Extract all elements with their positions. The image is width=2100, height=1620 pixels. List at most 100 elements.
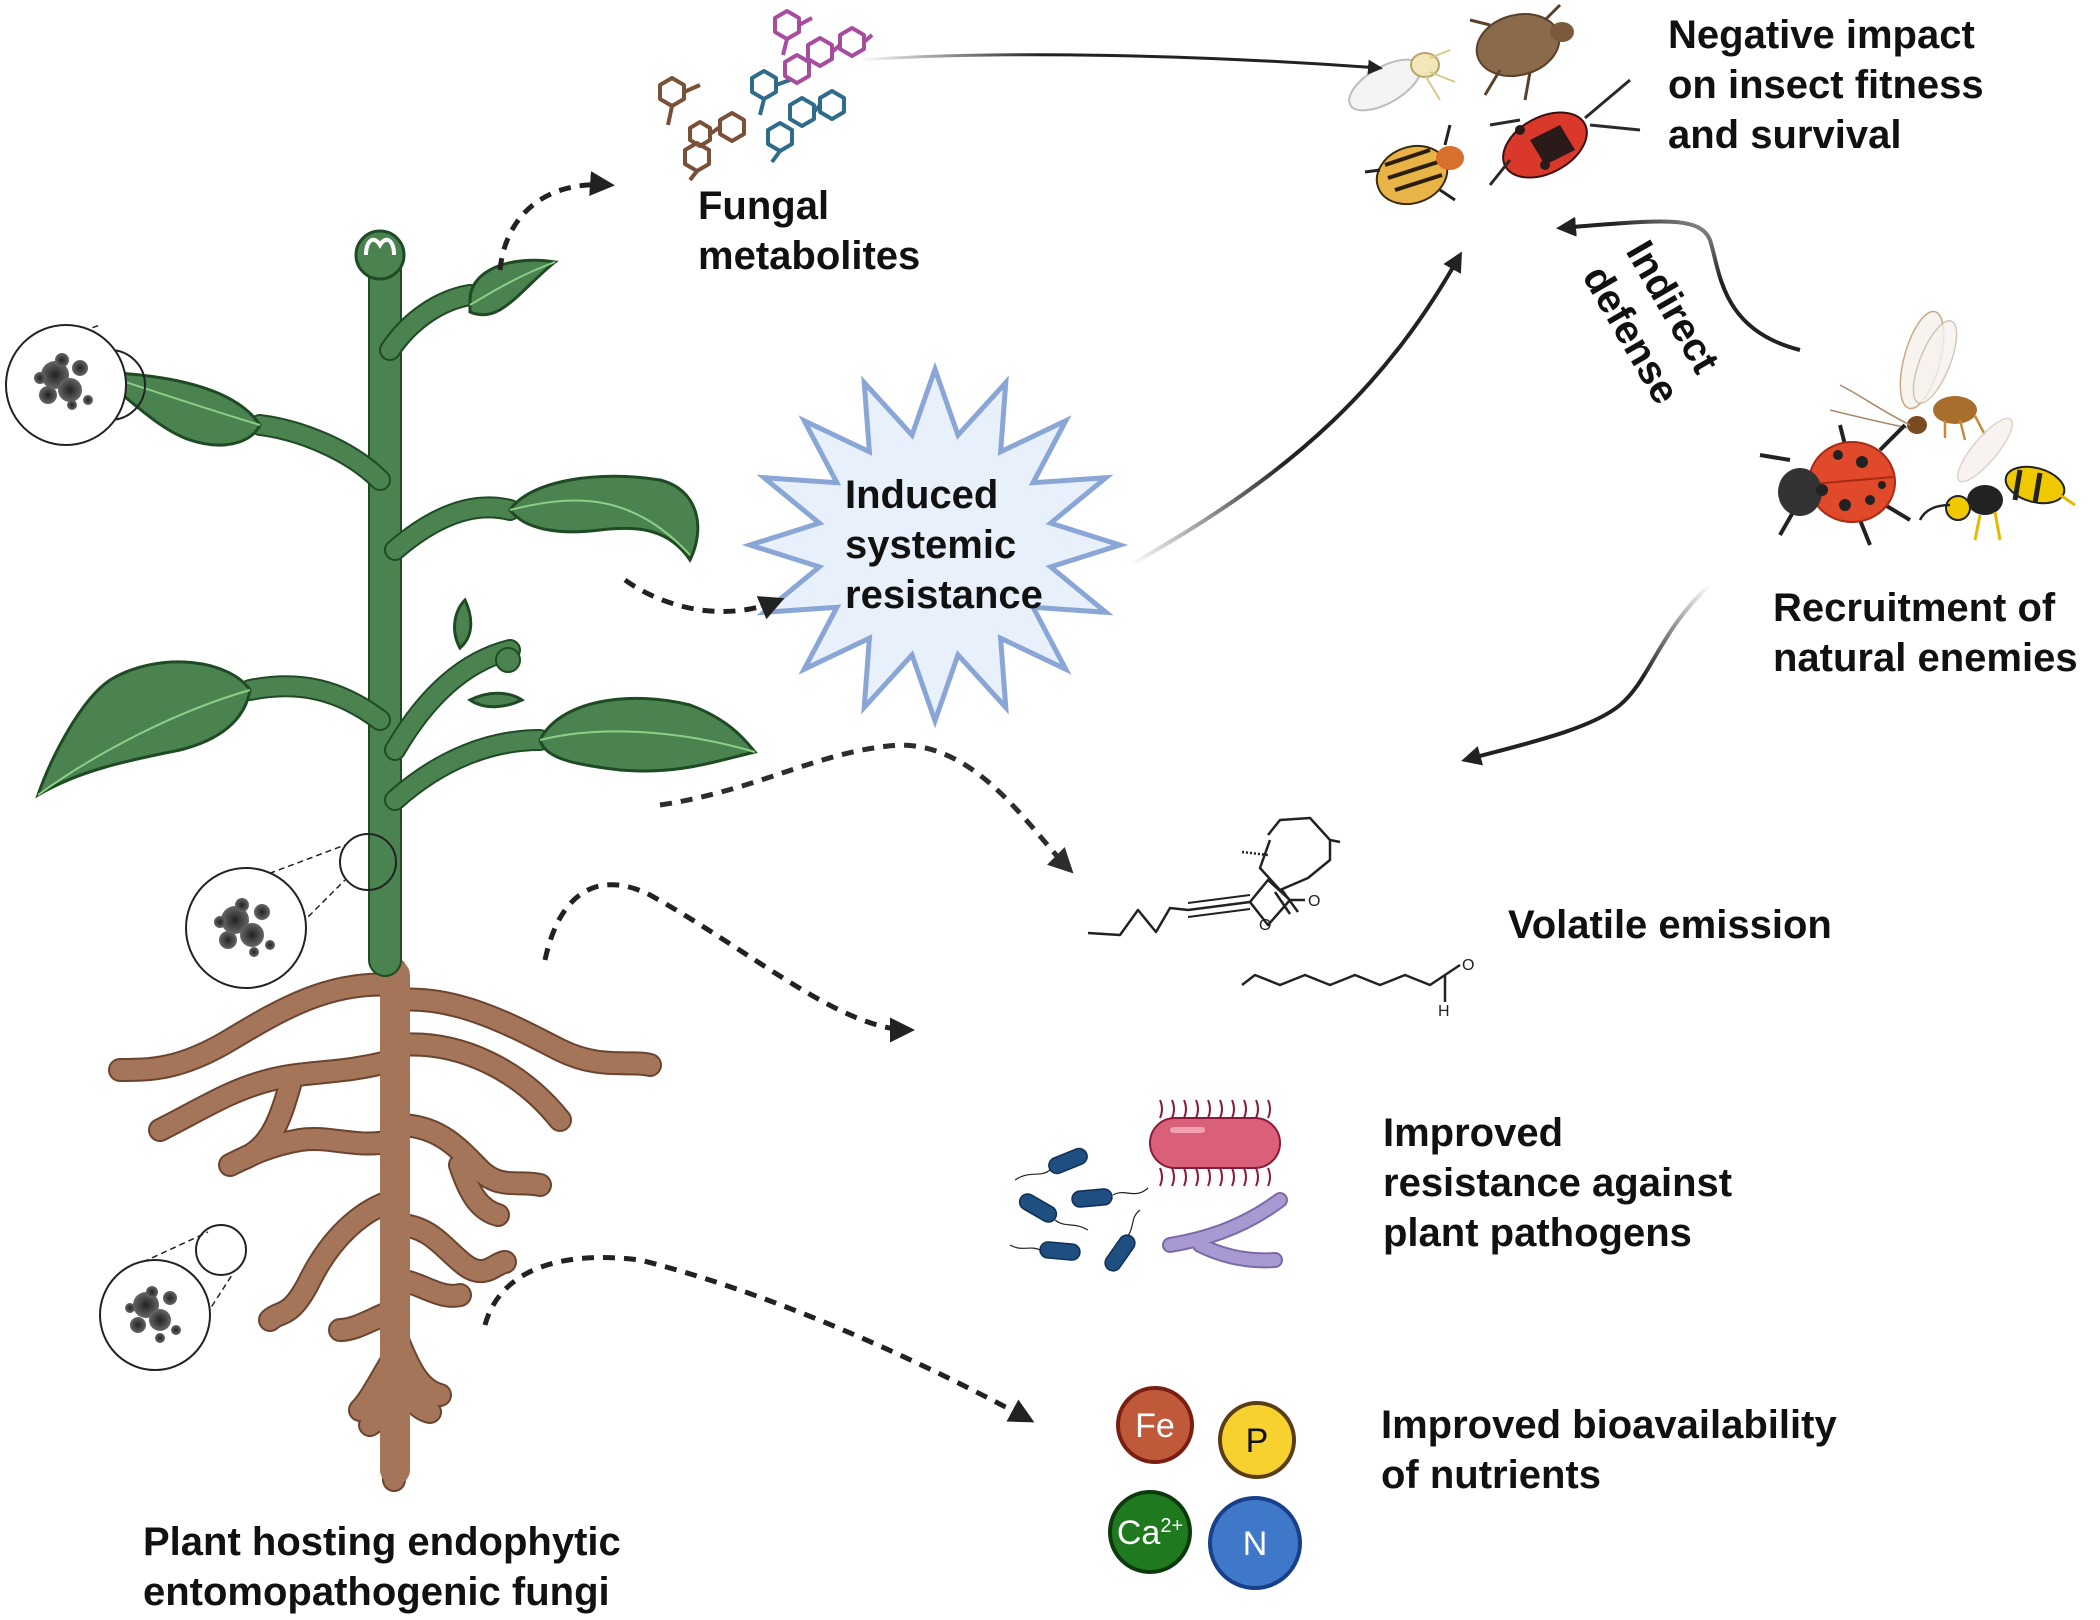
label-line: plant pathogens (1383, 1211, 1692, 1255)
arrow-plant-to-volatiles (659, 742, 1074, 874)
plant-caption: Plant hosting endophytic entomopathogeni… (143, 1517, 621, 1617)
label-line: systemic (845, 523, 1017, 567)
atom-label: O (1259, 917, 1271, 934)
nutrient-n-icon: N (1208, 1496, 1302, 1590)
pilus (1159, 1099, 1163, 1119)
nutrient-ca-icon: Ca2+ (1108, 1490, 1192, 1574)
label-line: Recruitment of (1773, 586, 2056, 630)
pilus (1195, 1167, 1199, 1187)
arrow-metabolites-to-pests (859, 53, 1383, 75)
plant-illustration (5, 229, 758, 1492)
pilus (1183, 1167, 1187, 1187)
ladybug-icon (1759, 423, 1912, 546)
nutrient-symbol: P (1246, 1422, 1269, 1460)
side-bud (495, 647, 521, 673)
arrow-volatiles-to-enemies (1461, 583, 1712, 766)
nutrient-circle (1208, 1496, 1302, 1590)
label-line: on insect fitness (1668, 63, 1984, 107)
volatile-molecules-icon (1087, 816, 1461, 1002)
apical-bud (354, 229, 406, 281)
leaf (35, 660, 252, 799)
nutrient-circle (1108, 1490, 1192, 1574)
pink-bacterium-icon (1149, 1099, 1281, 1187)
label-line: Plant hosting endophytic (143, 1520, 621, 1564)
nutrient-symbol: Fe (1135, 1407, 1175, 1445)
whitefly-icon (1348, 49, 1456, 112)
pilus (1207, 1167, 1211, 1187)
stem-callout (185, 833, 397, 989)
leaf (468, 258, 559, 317)
brown-beetle-icon (1469, 3, 1574, 101)
label-line: Volatile emission (1508, 903, 1832, 947)
label-line: of nutrients (1381, 1453, 1601, 1497)
arrow-isr-to-pests (1129, 251, 1462, 567)
nutrient-circle (1116, 1386, 1194, 1464)
stem (239, 243, 551, 977)
nutrient-bioavailability-label: Improved bioavailability of nutrients (1381, 1400, 1837, 1500)
fungal-colonization-callouts (5, 324, 397, 1371)
induced-resistance-label: Induced systemic resistance (845, 470, 1043, 620)
atom-label: H (1438, 1003, 1450, 1020)
nutrient-symbol: N (1243, 1525, 1268, 1563)
natural-enemy-insects (1759, 310, 2076, 546)
pilus (1267, 1167, 1271, 1187)
pilus (1255, 1099, 1259, 1119)
pilus (1255, 1167, 1259, 1187)
arrows (482, 53, 1801, 1423)
pilus (1183, 1099, 1187, 1119)
pilus (1219, 1167, 1223, 1187)
induced-resistance-starburst (741, 361, 1129, 729)
roots (108, 958, 662, 1492)
leaf (453, 597, 473, 651)
yellowjacket-wasp-icon (1918, 417, 2076, 541)
label-line: Improved bioavailability (1381, 1403, 1837, 1447)
label-line: Induced (845, 473, 999, 517)
volatile-emission-label: Volatile emission (1508, 900, 1832, 950)
label-line: resistance against (1383, 1161, 1733, 1205)
pilus (1171, 1099, 1175, 1119)
fungal-metabolites-molecules-icon (658, 9, 874, 182)
parasitoid-wasp-icon (1829, 310, 1987, 441)
leaf (90, 370, 262, 447)
arrow-indirect-defense (1556, 216, 1801, 352)
leaf-callout (5, 324, 146, 446)
label-line: Improved (1383, 1111, 1564, 1155)
arrow-root-to-nutrients (482, 1255, 1035, 1423)
pilus (1195, 1099, 1199, 1119)
pilus (1159, 1167, 1163, 1187)
fungal-hyphae-icon (1162, 1192, 1288, 1269)
nutrient-p-icon: P (1218, 1401, 1296, 1479)
atom-label: O (1462, 957, 1474, 974)
negative-impact-label: Negative impact on insect fitness and su… (1668, 10, 1984, 160)
plant-pathogens-icon (1009, 1099, 1288, 1272)
pilus (1219, 1099, 1223, 1119)
arrow-plant-to-isr (623, 577, 785, 620)
label-line: entomopathogenic fungi (143, 1570, 610, 1614)
nutrient-ions: Fe P Ca2+ N (1108, 1386, 1302, 1590)
atom-label: O (1308, 893, 1320, 910)
label-line: and survival (1668, 113, 1902, 157)
recruitment-label: Recruitment of natural enemies (1773, 583, 2078, 683)
colorado-beetle-icon (1364, 124, 1464, 206)
label-line: metabolites (698, 234, 921, 278)
root-callout (99, 1224, 247, 1371)
label-line: Fungal (698, 184, 830, 228)
pilus (1243, 1099, 1247, 1119)
arrow-plant-to-pathogens (542, 882, 915, 1043)
leaf (467, 691, 526, 709)
nutrient-fe-icon: Fe (1116, 1386, 1194, 1464)
pest-insects (1348, 3, 1641, 206)
pilus (1231, 1167, 1235, 1187)
pilus (1207, 1099, 1211, 1119)
pilus (1267, 1099, 1271, 1119)
pilus (1231, 1099, 1235, 1119)
pilus (1243, 1167, 1247, 1187)
pilus (1171, 1167, 1175, 1187)
rod-bacteria-icon (1009, 1147, 1149, 1272)
label-line: Negative impact (1668, 13, 1975, 57)
fungal-metabolites-label: Fungal metabolites (698, 181, 920, 281)
nutrient-circle (1218, 1401, 1296, 1479)
volatile-heteroatom-labels: O O O H (1259, 893, 1474, 1020)
arrow-plant-to-metabolites (497, 171, 615, 271)
